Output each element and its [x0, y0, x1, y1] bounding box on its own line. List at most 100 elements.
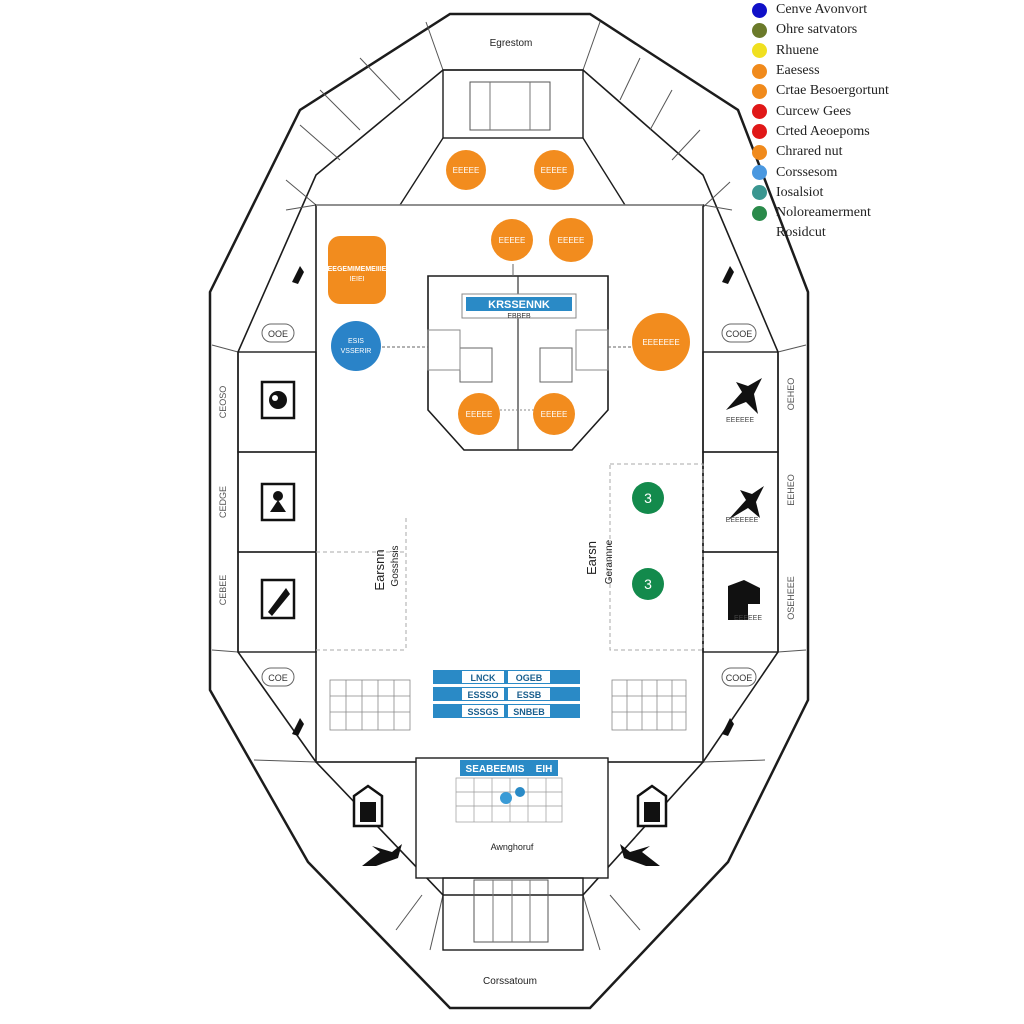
left-blue-circle-label-2: VSSERIR [341, 348, 372, 355]
orange-amenity-marker[interactable]: EEEEE [446, 150, 486, 190]
legend-label: Curcew Gees [776, 103, 852, 119]
right-icon-caption-2: EEEEEEE [726, 517, 759, 524]
legend-item: Crted Aeoepoms [752, 122, 1020, 142]
info-band-cell [462, 671, 504, 683]
legend-swatch [752, 2, 767, 18]
side-badge-3: COE [268, 673, 288, 683]
center-text-right-2: Gerannne [604, 539, 615, 584]
legend-swatch [752, 144, 767, 160]
info-band-label: SNBEB [513, 707, 545, 717]
legend-item: Iosalsiot [752, 183, 1020, 203]
stage-title: SEABEEMIS [466, 764, 525, 775]
side-badge-4: COOE [726, 673, 753, 683]
center-text: Earsnn Gosshsis Earsn Gerannne [372, 539, 615, 590]
legend-swatch [752, 226, 767, 241]
right-icon-captions: EEEEEE EEEEEEE EEEEEE [726, 417, 763, 622]
right-wall-label-1: OEHEO [786, 378, 796, 411]
legend-item: Noloreamerment [752, 203, 1020, 223]
legend-item: Rhuene [752, 41, 1020, 61]
legend-label: Ohre satvators [776, 22, 858, 38]
court-subtitle: EBBEB [507, 313, 531, 320]
legend-swatch [752, 83, 767, 99]
legend-swatch [752, 124, 767, 140]
info-band-cell [462, 705, 504, 717]
info-band-label: LNCK [471, 673, 496, 683]
green-marker[interactable]: 3 [632, 482, 664, 514]
legend-swatch [752, 185, 767, 201]
info-band-cell [462, 688, 504, 700]
center-text-left-1: Earsnn [372, 549, 387, 590]
side-badge-1: OOE [268, 329, 288, 339]
legend-label: Rhuene [776, 42, 819, 58]
legend-item: Crtae Besoergortunt [752, 81, 1020, 101]
legend-label: Cenve Avonvort [776, 2, 868, 18]
legend-label: Eaesess [776, 63, 820, 79]
legend-label: Rosidcut [776, 225, 826, 241]
green-marker[interactable]: 3 [632, 568, 664, 600]
legend-item: Curcew Gees [752, 101, 1020, 121]
orange-amenity-marker[interactable]: EEEEE [458, 393, 500, 435]
legend-item: Cenve Avonvort [752, 0, 1020, 20]
orange-amenity-marker[interactable]: EEEEE [491, 219, 533, 261]
legend-swatch [752, 63, 767, 79]
corridor-icons [292, 266, 734, 736]
left-bay-icons [260, 380, 296, 620]
bird-icon-2 [728, 486, 764, 520]
legend-swatch [752, 104, 767, 120]
right-wall-labels: OEHEO EEHEO OSEHEEE [786, 378, 796, 620]
legend-label: Crted Aeoepoms [776, 123, 870, 139]
info-band-row [433, 704, 580, 718]
orange-marker-label: EEEEEEE [642, 338, 679, 347]
left-wall-labels: CEOSO CEDGE CEBEE [218, 386, 228, 606]
side-badge-2: COOE [726, 329, 753, 339]
legend-swatch [752, 22, 767, 38]
legend-item: Ohre satvators [752, 20, 1020, 40]
legend-label: Crtae Besoergortunt [776, 83, 889, 99]
orange-amenity-marker[interactable]: EEEEE [534, 150, 574, 190]
info-band-cell [508, 688, 550, 700]
center-text-right-1: Earsn [584, 541, 599, 575]
right-icon-caption-1: EEEEEE [726, 417, 754, 424]
bottom-entrance: Corssatoum [442, 877, 584, 987]
stage-title-b: EIH [536, 764, 553, 775]
legend-item: Eaesess [752, 61, 1020, 81]
info-band-label: OGEB [516, 673, 543, 683]
plane-icon [362, 844, 402, 866]
left-amenities: EEGEMIMEMEIIIE IEIEI ESIS VSSERIR [328, 236, 387, 371]
legend-swatch [752, 205, 767, 221]
house-icon [352, 784, 384, 828]
right-wall-label-2: EEHEO [786, 474, 796, 506]
arrow-icon-4 [722, 718, 734, 736]
building-icon [728, 580, 760, 620]
left-orange-box-label: EEGEMIMEMEIIIE [328, 266, 387, 273]
bottom-entrance-label: Corssatoum [483, 976, 537, 987]
arrow-icon [292, 266, 304, 284]
orange-amenity-marker[interactable]: EEEEE [549, 218, 593, 262]
info-band-label: ESSB [517, 690, 542, 700]
court-title: KRSSENNK [488, 299, 550, 311]
orange-marker-label: EEEEE [541, 166, 568, 175]
info-band-cell [508, 671, 550, 683]
orange-amenity-marker[interactable]: EEEEE [533, 393, 575, 435]
orange-amenity-marker[interactable]: EEEEEEE [632, 313, 690, 371]
right-wall-label-3: OSEHEEE [786, 576, 796, 620]
figure-icon [260, 482, 296, 522]
right-bay-icons [726, 378, 764, 620]
legend-swatch [752, 165, 767, 181]
top-entrance: Egrestom [399, 38, 626, 206]
center-text-left-2: Gosshsis [390, 545, 401, 586]
green-marker-label: 3 [644, 576, 652, 592]
left-bays [237, 351, 317, 653]
left-orange-box-sub: IEIEI [349, 276, 364, 283]
gate-icon [260, 380, 296, 420]
orange-marker-label: EEEEE [541, 410, 568, 419]
stage-area: SEABEEMIS EIH Awnghoruf [415, 757, 609, 879]
lower-icons [352, 784, 668, 866]
green-circles: 33 [632, 482, 664, 600]
side-badges: OOE COOE COE COOE [261, 323, 757, 687]
legend-swatch [752, 43, 767, 59]
orange-marker-label: EEEEE [453, 166, 480, 175]
